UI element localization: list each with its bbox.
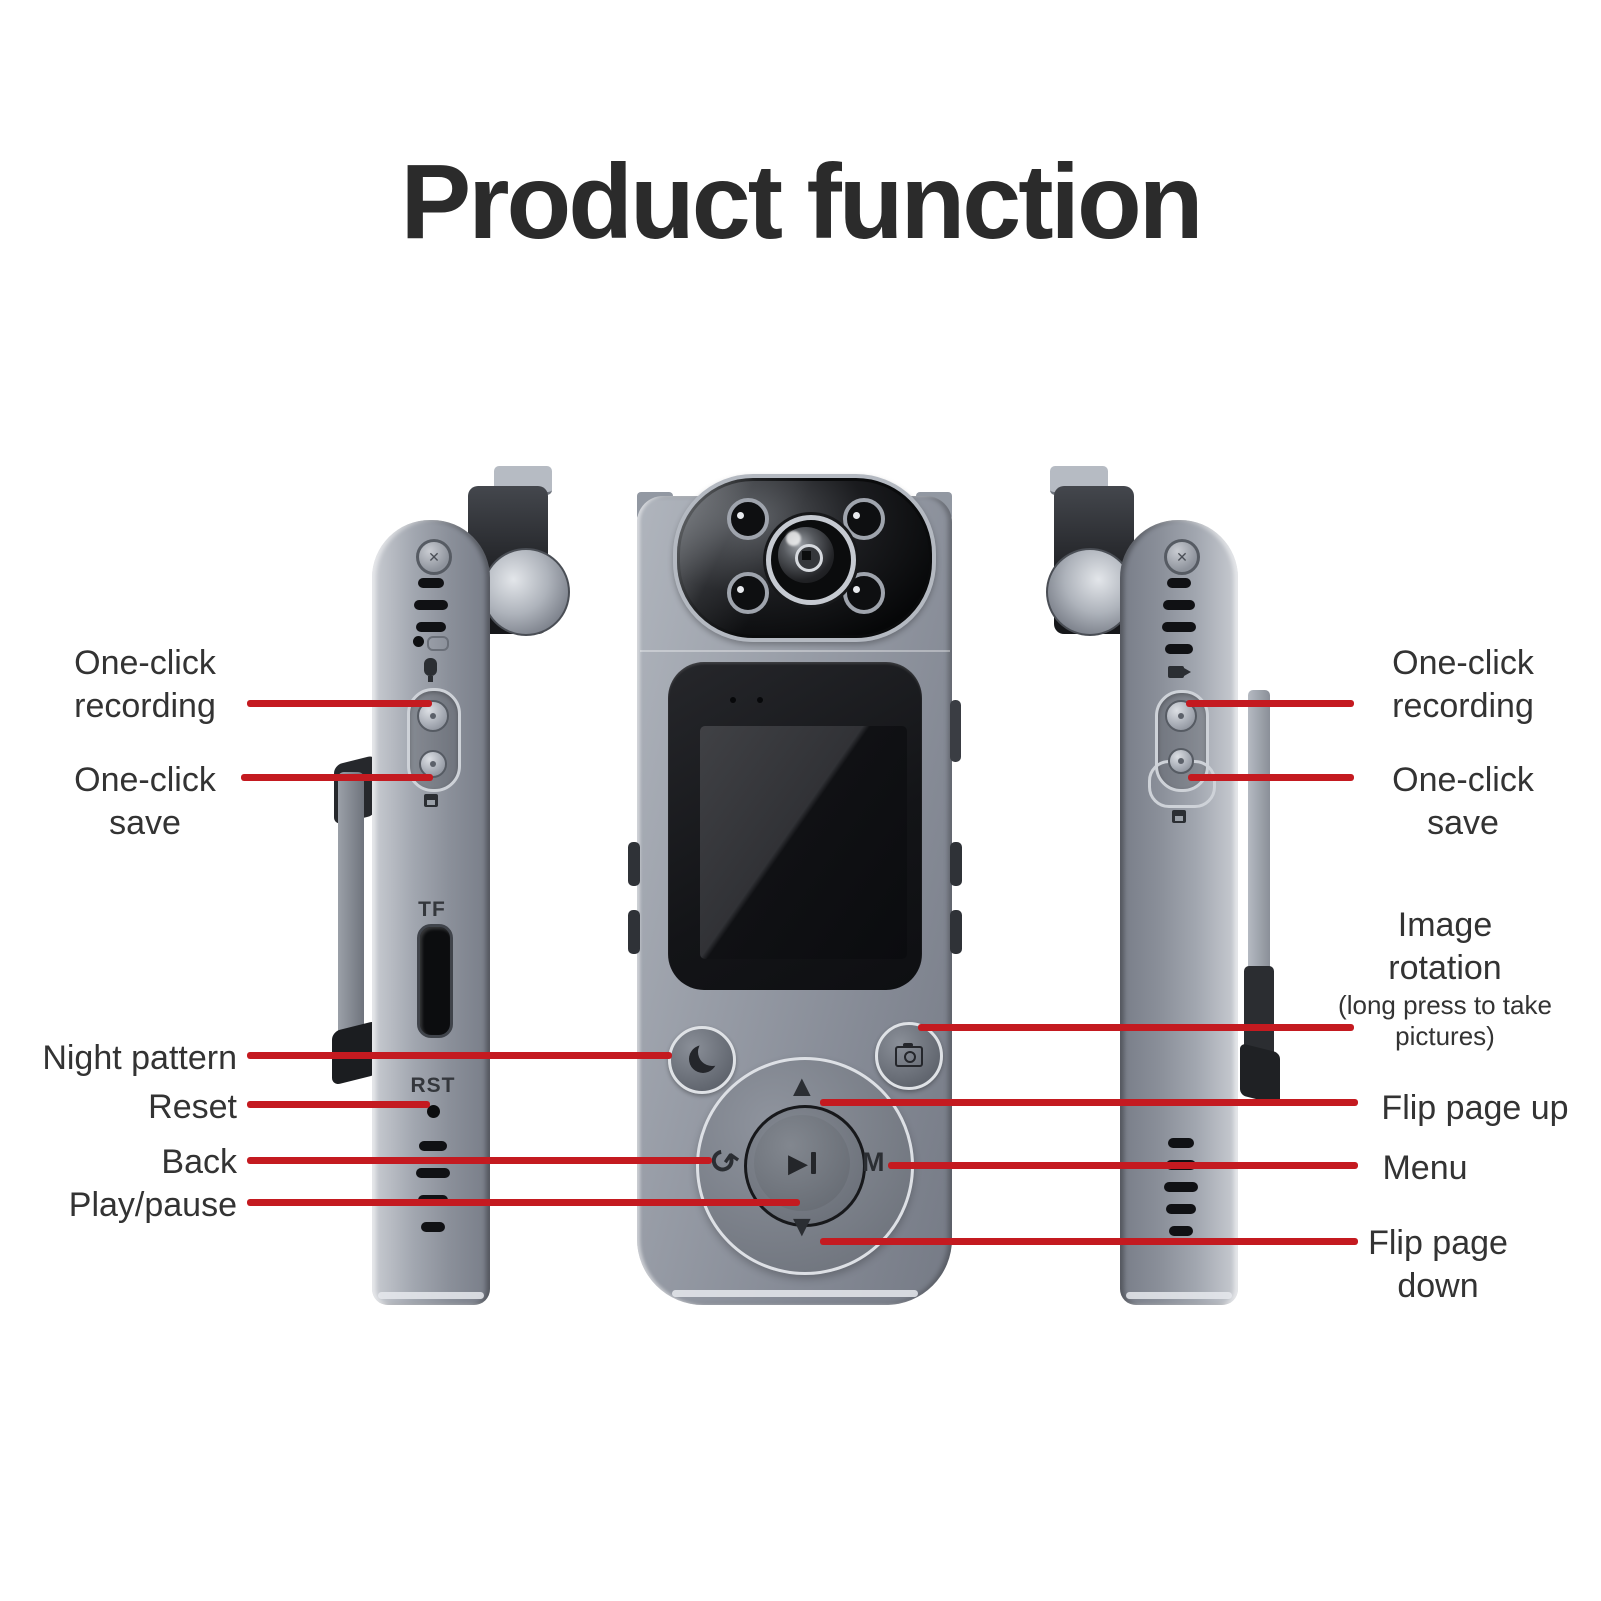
callout-line-one-click-save-right — [1188, 774, 1354, 781]
speaker-slot — [416, 622, 446, 632]
label-one-click-recording-left: One-click recording — [74, 644, 216, 725]
right-clip-block — [1244, 966, 1274, 1058]
microphone-icon — [424, 658, 437, 682]
reset-hole — [427, 1105, 440, 1118]
lens-sensor — [802, 551, 811, 560]
one-click-save-button — [419, 750, 447, 778]
side-button — [950, 842, 962, 886]
reset-label: RST — [410, 1074, 456, 1097]
speaker-slot — [1167, 578, 1191, 588]
bottom-highlight — [672, 1290, 918, 1297]
right-clip-foot — [1240, 1043, 1280, 1105]
callout-line-menu — [888, 1162, 1358, 1169]
menu-key-label: M — [862, 1147, 885, 1177]
ir-led — [727, 498, 769, 540]
callout-line-one-click-save-left — [241, 774, 433, 781]
label-one-click-recording-right: One-click recording — [1392, 644, 1534, 725]
bottom-highlight — [1126, 1292, 1232, 1299]
label-flip-page-down: Flip page down — [1368, 1224, 1508, 1305]
right-clip-bar — [1248, 690, 1270, 974]
side-button — [950, 700, 961, 762]
ir-led — [727, 572, 769, 614]
one-click-save-button — [1168, 748, 1194, 774]
play-pause-icon: ▶ — [788, 1150, 816, 1176]
night-mode-button — [668, 1026, 736, 1094]
label-menu: Menu — [1382, 1149, 1468, 1187]
label-night-pattern: Night pattern — [42, 1039, 237, 1077]
tf-slot-label: TF — [418, 898, 446, 921]
save-icon — [424, 794, 438, 807]
left-camera-barrel-cap — [482, 548, 570, 636]
label-back: Back — [161, 1143, 237, 1181]
indicator-led — [413, 636, 424, 647]
side-button — [628, 842, 640, 886]
speaker-slot — [1164, 1182, 1198, 1192]
label-one-click-save-left: One-click save — [74, 761, 216, 842]
side-button — [628, 910, 640, 954]
tf-card-slot — [417, 924, 453, 1038]
callout-line-flip-page-up — [820, 1099, 1358, 1106]
label-reset: Reset — [148, 1088, 237, 1126]
speaker-slot — [1163, 600, 1195, 610]
display-screen — [700, 726, 907, 959]
indicator-window — [427, 636, 449, 651]
flip-up-arrow-icon: ▲ — [787, 1070, 817, 1103]
ir-led — [843, 498, 885, 540]
play-pause-button: ▶ — [754, 1115, 850, 1211]
speaker-slot — [1166, 1204, 1196, 1214]
left-clip-bar — [338, 772, 364, 1058]
flip-down-arrow-icon: ▼ — [787, 1210, 817, 1243]
camera-head — [673, 474, 936, 642]
speaker-slot — [421, 1222, 445, 1232]
side-button — [950, 910, 962, 954]
page-title: Product function — [400, 143, 1204, 261]
label-one-click-save-right: One-click save — [1392, 761, 1534, 842]
callout-line-one-click-recording-left — [247, 700, 432, 707]
speaker-slot — [419, 1141, 447, 1151]
lens-highlight — [786, 531, 801, 546]
bottom-highlight — [378, 1292, 484, 1299]
screw-icon: ✕ — [1164, 539, 1200, 575]
video-camera-icon — [1168, 666, 1191, 678]
speaker-slot — [418, 578, 444, 588]
label-image-rotation: Image rotation (long press to take pictu… — [1338, 906, 1552, 1051]
speaker-slot — [416, 1168, 450, 1178]
sensor-dot — [730, 697, 736, 703]
label-play-pause: Play/pause — [68, 1186, 237, 1224]
label-flip-page-up: Flip page up — [1381, 1089, 1569, 1127]
speaker-slot — [1169, 1226, 1193, 1236]
speaker-slot — [1162, 622, 1196, 632]
camera-rotate-icon — [895, 1043, 923, 1067]
sensor-dot — [757, 697, 763, 703]
speaker-slot — [1168, 1138, 1194, 1148]
screw-icon: ✕ — [416, 539, 452, 575]
moon-icon — [689, 1045, 717, 1073]
callout-line-image-rotation — [918, 1024, 1354, 1031]
callout-line-flip-page-down — [820, 1238, 1358, 1245]
callout-line-play-pause — [247, 1199, 800, 1206]
speaker-slot — [1165, 644, 1193, 654]
callout-line-night-pattern — [247, 1052, 672, 1059]
image-rotation-button — [875, 1022, 943, 1090]
body-seam — [640, 650, 950, 652]
speaker-slot — [414, 600, 448, 610]
callout-line-one-click-recording-right — [1186, 700, 1354, 707]
save-icon — [1172, 810, 1186, 823]
callout-line-reset — [247, 1101, 430, 1108]
callout-line-back — [247, 1157, 712, 1164]
